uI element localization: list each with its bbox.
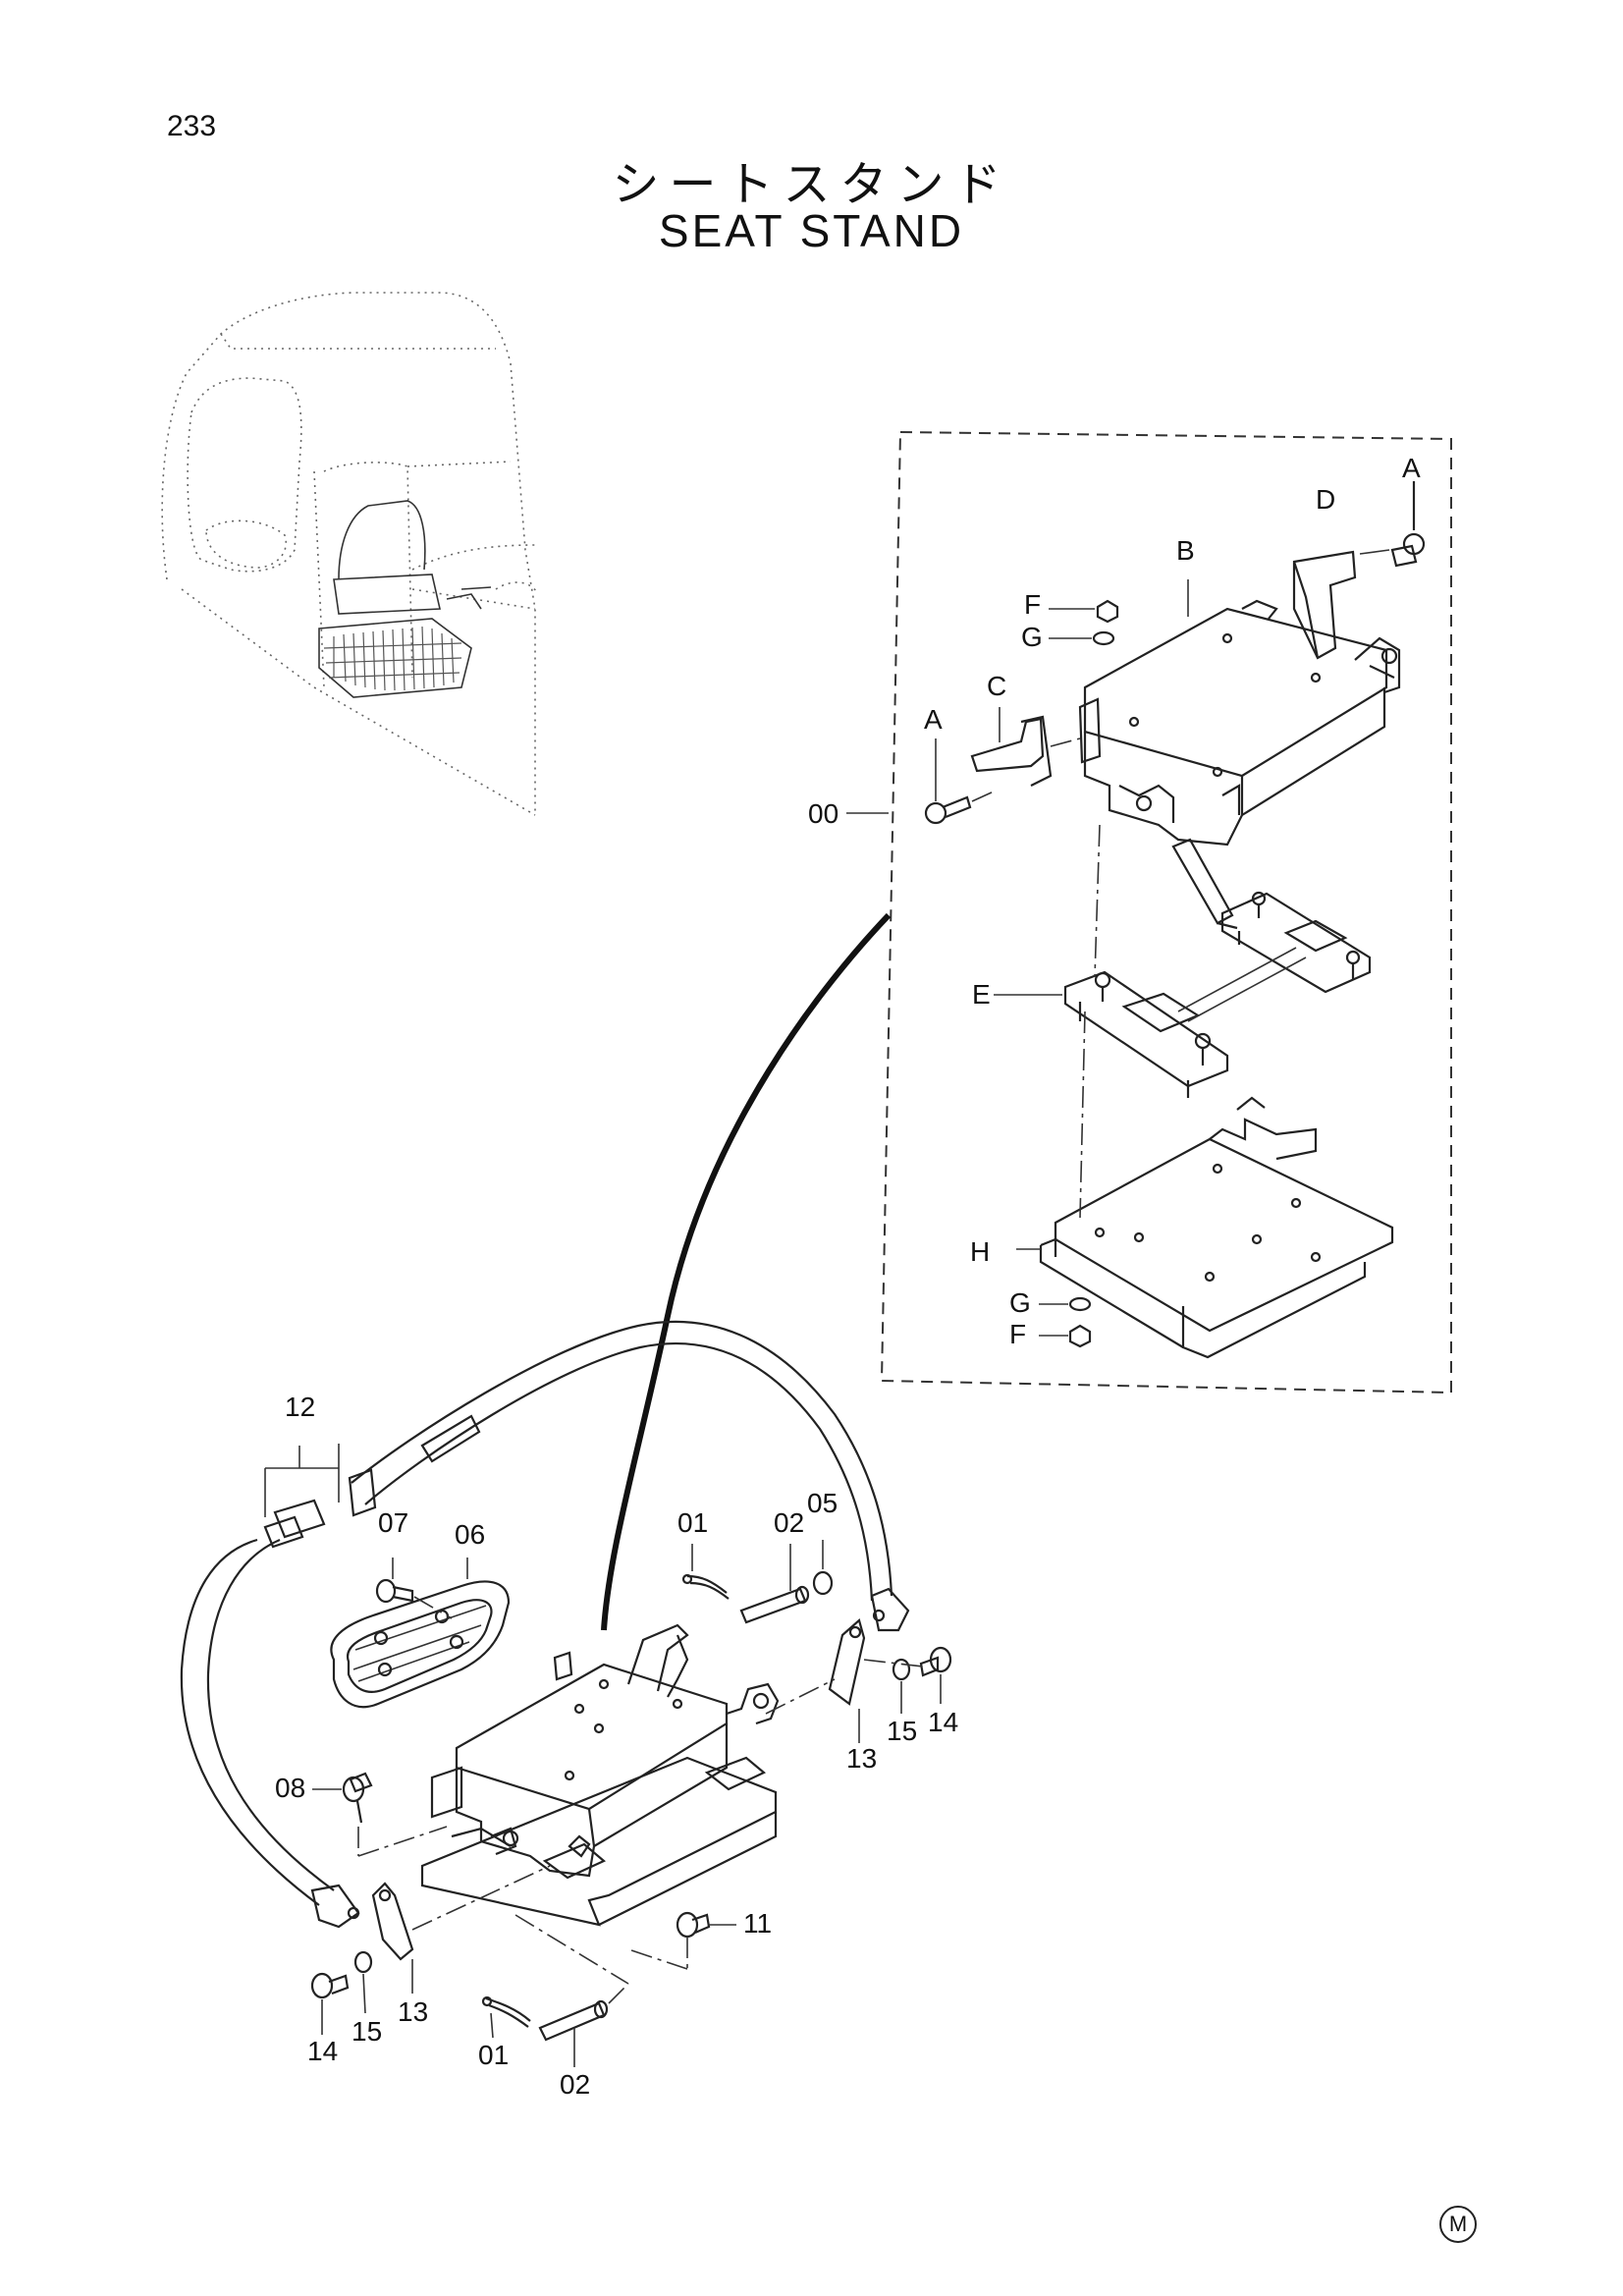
label-14-left: 14 bbox=[307, 2036, 338, 2066]
washer-05 bbox=[812, 1540, 834, 1596]
bolt-a-left bbox=[924, 738, 995, 825]
label-15-right: 15 bbox=[887, 1716, 917, 1746]
part-15-right bbox=[892, 1658, 911, 1714]
label-h: H bbox=[970, 1236, 990, 1267]
label-12: 12 bbox=[285, 1392, 315, 1422]
part-06-cover bbox=[330, 1558, 511, 1709]
part-14-left bbox=[310, 1972, 350, 2035]
label-06: 06 bbox=[455, 1519, 485, 1550]
label-d: D bbox=[1316, 484, 1335, 515]
part-14-right bbox=[919, 1646, 952, 1704]
seat-stand-assembly bbox=[420, 1623, 780, 1927]
label-b: B bbox=[1176, 535, 1195, 566]
label-a-left: A bbox=[924, 704, 943, 735]
seat-belt bbox=[180, 1320, 910, 1929]
nut-f-top bbox=[1049, 599, 1119, 624]
washer-g-top bbox=[1049, 630, 1115, 646]
label-f-top: F bbox=[1024, 589, 1041, 620]
pins-top bbox=[681, 1544, 730, 1600]
nut-f-bottom bbox=[1039, 1324, 1092, 1348]
assembly-labels: A D B F G C A 00 E H G F bbox=[808, 453, 1421, 1349]
bolt-a-top bbox=[1390, 481, 1426, 568]
part-h-base-plate bbox=[1016, 1096, 1394, 1359]
bolt-08 bbox=[312, 1772, 448, 1857]
part-d-bracket bbox=[1292, 549, 1390, 660]
part-b-upper-bracket bbox=[1078, 579, 1401, 847]
label-assembly-00: 00 bbox=[808, 798, 839, 829]
label-13-left: 13 bbox=[398, 1996, 428, 2027]
title-english: SEAT STAND bbox=[658, 205, 965, 256]
label-01-top: 01 bbox=[677, 1507, 708, 1538]
label-g-bottom: G bbox=[1009, 1287, 1031, 1318]
assembly-box bbox=[880, 431, 1452, 1394]
part-15-left bbox=[353, 1950, 373, 2014]
label-02-bottom: 02 bbox=[560, 2069, 590, 2100]
bolt-11 bbox=[627, 1911, 736, 1970]
label-g-top: G bbox=[1021, 622, 1043, 652]
washer-g-bottom bbox=[1039, 1296, 1092, 1312]
label-c: C bbox=[987, 671, 1006, 701]
label-a-top: A bbox=[1402, 453, 1421, 483]
shaft-02-bottom bbox=[538, 1999, 609, 2067]
label-07: 07 bbox=[378, 1507, 408, 1538]
callout-curve bbox=[601, 912, 892, 1631]
label-14-right: 14 bbox=[928, 1707, 958, 1737]
part-e-rail bbox=[994, 947, 1307, 1098]
part-07-screw bbox=[375, 1558, 453, 1619]
label-05: 05 bbox=[807, 1488, 838, 1518]
slide-rail-lever bbox=[1171, 838, 1372, 994]
label-02-top: 02 bbox=[774, 1507, 804, 1538]
label-01-bottom: 01 bbox=[478, 2040, 509, 2070]
m-mark: M bbox=[1439, 2206, 1477, 2243]
label-15-left: 15 bbox=[352, 2016, 382, 2047]
label-f-bottom: F bbox=[1009, 1319, 1026, 1349]
cab-illustration bbox=[161, 292, 539, 816]
part-13-left bbox=[371, 1882, 414, 1994]
title-japanese: シートスタンド bbox=[612, 157, 1011, 212]
label-11: 11 bbox=[743, 1908, 772, 1939]
part-labels: 12 07 06 01 02 05 14 15 13 08 11 14 15 1… bbox=[275, 1392, 958, 2100]
part-c-bracket bbox=[970, 707, 1081, 787]
label-13-right: 13 bbox=[846, 1743, 877, 1774]
part-13-right bbox=[828, 1618, 866, 1743]
label-08: 08 bbox=[275, 1773, 305, 1803]
label-e: E bbox=[972, 979, 991, 1010]
shaft-02-top bbox=[739, 1544, 810, 1624]
page-number: 233 bbox=[167, 110, 217, 142]
pin-01-bottom bbox=[481, 1995, 531, 2039]
